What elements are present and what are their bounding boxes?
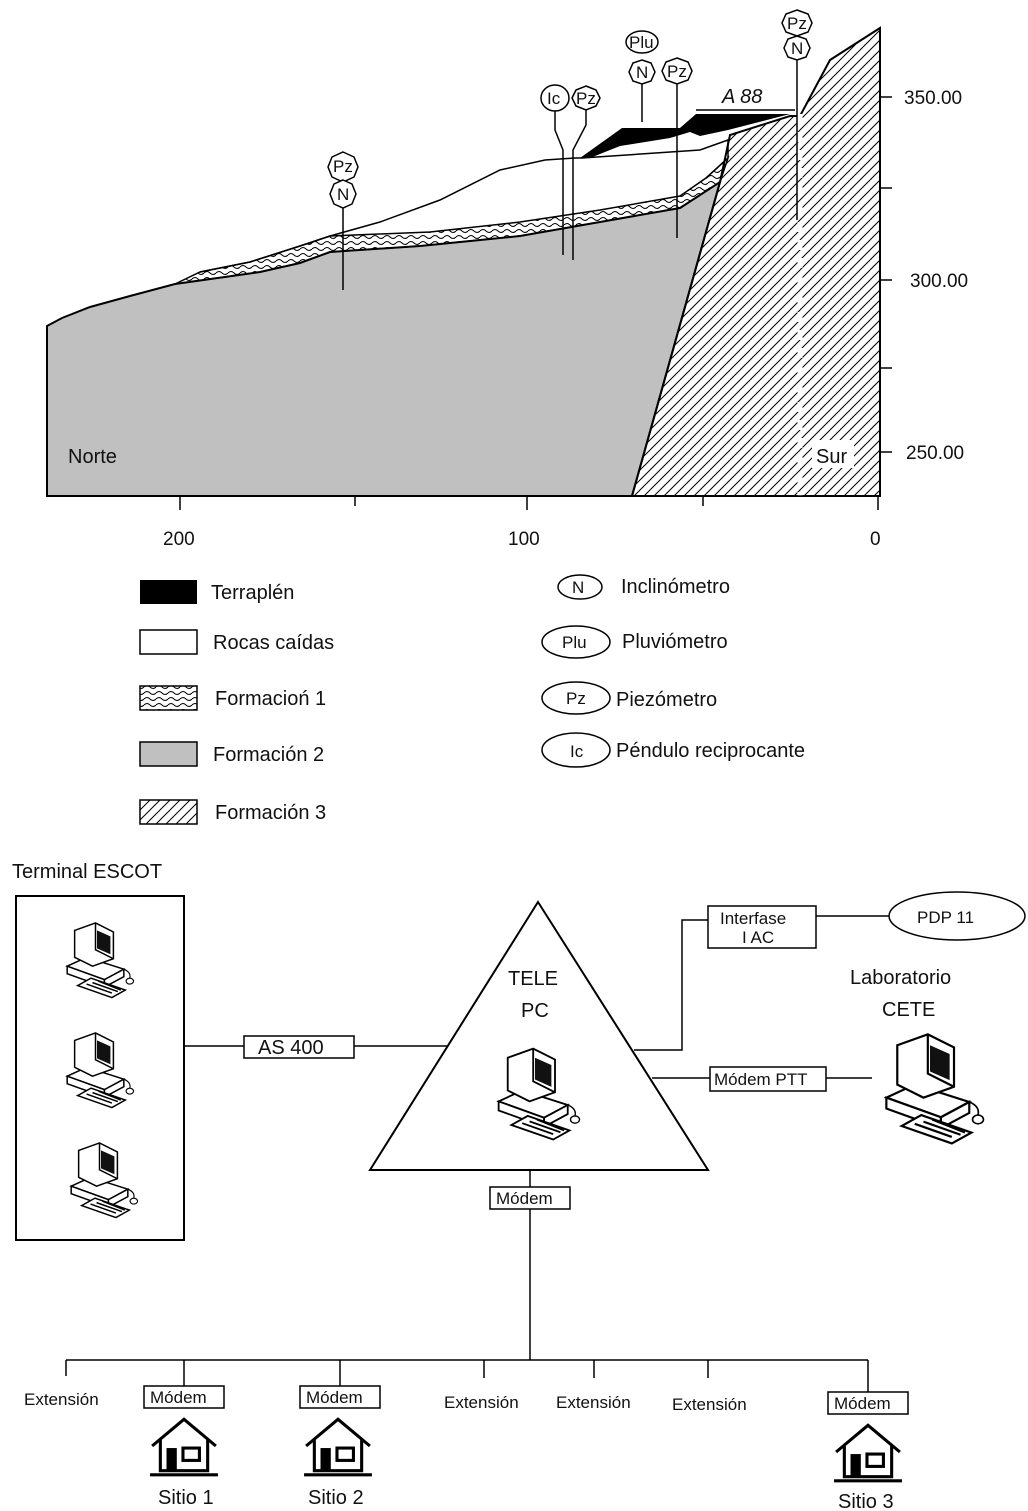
modem-ptt-box: [709, 1066, 827, 1092]
legend-label-formacion2: Formación 2: [213, 744, 324, 766]
as400-label: AS 400: [258, 1037, 324, 1059]
rocas-caidas-outline: [199, 138, 729, 273]
terminal-escot-title: Terminal ESCOT: [12, 861, 162, 883]
legend-label-piezometro: Piezómetro: [616, 689, 717, 711]
extension-label-2: Extensión: [444, 1393, 519, 1412]
extension-label-1: Extensión: [24, 1390, 99, 1409]
pdp11-node: [888, 891, 1026, 941]
svg-text:Ic: Ic: [570, 742, 584, 761]
extension-label-4: Extensión: [672, 1395, 747, 1414]
lab-label-1: Laboratorio: [850, 967, 951, 989]
formation-2-area: [46, 179, 722, 497]
legend-label-inclinometro: Inclinómetro: [621, 576, 730, 598]
modem-ptt-label: Módem PTT: [714, 1070, 808, 1089]
interfase-label-2: I AC: [742, 928, 774, 947]
instrument-ic-pz: Ic Pz: [540, 84, 601, 260]
svg-text:Pz: Pz: [667, 62, 687, 81]
x-tick-0: 0: [870, 529, 881, 550]
svg-text:N: N: [791, 39, 803, 58]
x-tick-100: 100: [508, 529, 540, 550]
site3-house-icon: [832, 1423, 904, 1483]
lab-label-2: CETE: [882, 999, 935, 1021]
tele-label: TELE: [508, 968, 558, 990]
site3-label: Sitio 3: [838, 1491, 894, 1511]
site1-modem-label: Módem: [150, 1388, 207, 1407]
legend-label-formacion3: Formación 3: [215, 802, 326, 824]
legend: Terraplén Rocas caídas Formacioń 1 Forma…: [139, 574, 805, 825]
label-norte: Norte: [68, 446, 117, 468]
lab-computer-icon: [885, 1033, 985, 1145]
as400-box: [243, 1035, 355, 1059]
cross-section: A 88 350.00 300.00 250.00 200 100 0: [46, 9, 968, 550]
site3-modem-label: Módem: [834, 1394, 891, 1413]
main-modem-label: Módem: [496, 1189, 553, 1208]
svg-text:Pz: Pz: [576, 89, 596, 108]
legend-label-terraplen: Terraplén: [211, 582, 294, 604]
road-label: A 88: [721, 86, 762, 108]
interfase-label-1: Interfase: [720, 909, 786, 928]
y-tick-250: 250.00: [906, 443, 964, 464]
legend-label-pluviometro: Pluviómetro: [622, 631, 728, 653]
legend-label-rocas: Rocas caídas: [213, 632, 334, 654]
site1-house-icon: [148, 1417, 220, 1477]
site2-modem-label: Módem: [306, 1388, 363, 1407]
tele-pc-triangle: [368, 900, 710, 1171]
extension-label-3: Extensión: [556, 1393, 631, 1412]
svg-text:N: N: [337, 185, 349, 204]
terraplen-block: [580, 114, 790, 158]
instrument-pz-n-1: Pz N: [327, 151, 359, 290]
svg-text:Ic: Ic: [547, 89, 561, 108]
legend-label-pendulo: Péndulo reciprocante: [616, 740, 805, 762]
network-diagram: Terminal ESCOT AS 400 TELE PC Interfase …: [12, 861, 1026, 1511]
svg-text:N: N: [572, 578, 584, 597]
pdp11-label: PDP 11: [917, 908, 974, 927]
instrument-pz-2: Pz: [661, 57, 693, 238]
y-axis: 350.00 300.00 250.00: [879, 28, 968, 496]
svg-text:Plu: Plu: [562, 633, 587, 652]
svg-text:N: N: [636, 63, 648, 82]
svg-text:Plu: Plu: [629, 33, 654, 52]
instrument-plu-n: Plu N: [625, 30, 659, 122]
pc-label: PC: [521, 1000, 549, 1022]
site2-label: Sitio 2: [308, 1487, 364, 1509]
legend-label-formacion1: Formacioń 1: [215, 688, 326, 710]
x-axis: 200 100 0: [47, 495, 881, 550]
legend-swatch-rocas: [139, 629, 198, 655]
svg-text:Pz: Pz: [333, 157, 353, 176]
site1-modem-box: [143, 1385, 225, 1409]
site1-label: Sitio 1: [158, 1487, 214, 1509]
label-sur: Sur: [816, 446, 847, 468]
legend-swatch-terraplen: [140, 580, 197, 604]
interfase-box: [707, 905, 817, 949]
y-tick-350: 350.00: [904, 88, 962, 109]
y-tick-300: 300.00: [910, 271, 968, 292]
instrument-pz-n-2: Pz N: [781, 9, 813, 220]
legend-swatch-formacion1: [139, 685, 198, 711]
site2-house-icon: [302, 1417, 374, 1477]
site2-modem-box: [299, 1385, 381, 1409]
svg-text:Pz: Pz: [566, 689, 586, 708]
x-tick-200: 200: [163, 529, 195, 550]
legend-swatch-formacion2: [139, 741, 198, 767]
legend-swatch-formacion3: [139, 799, 198, 825]
site3-modem-box: [827, 1391, 909, 1415]
svg-text:Pz: Pz: [787, 14, 807, 33]
